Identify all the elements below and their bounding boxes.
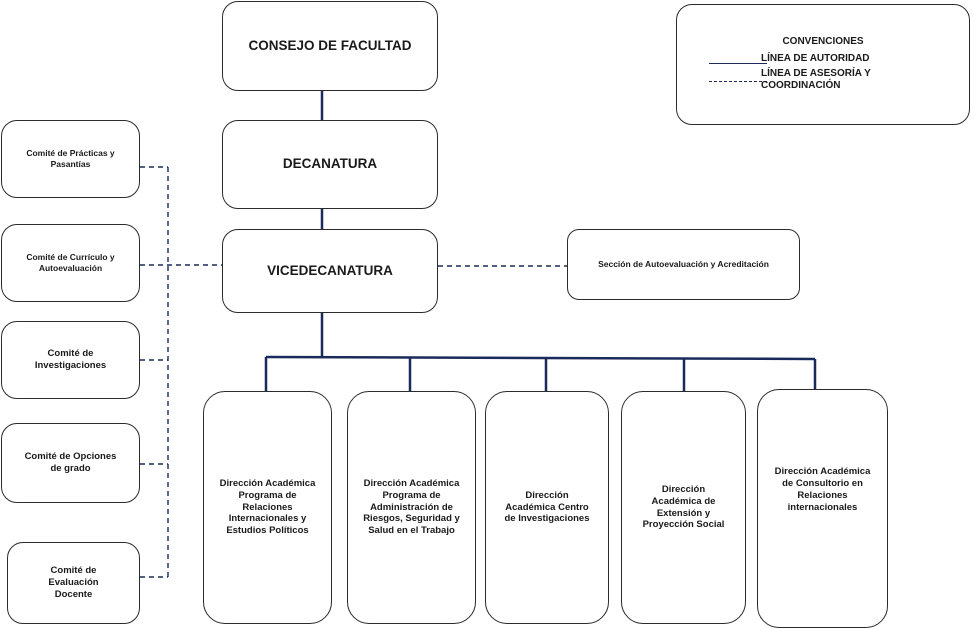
direccion-relaciones-internacionales-label: Dirección Académica Programa de Relacion… (219, 477, 316, 537)
decanatura-box: DECANATURA (222, 120, 438, 209)
comite-evaluacion-docente-label: Comité de Evaluación Docente (48, 565, 99, 600)
comite-opciones-grado-box: Comité de Opciones de grado (1, 423, 140, 503)
legend-advisory-label: LÍNEA DE ASESORÍA Y COORDINACIÓN (761, 68, 871, 91)
consejo-de-facultad-label: CONSEJO DE FACULTAD (248, 37, 412, 53)
legend-advisory-line1: LÍNEA DE ASESORÍA Y (761, 68, 871, 79)
comite-curriculo-box: Comité de Currículo y Autoevaluación (1, 224, 140, 302)
comite-curriculo-label: Comité de Currículo y Autoevaluación (26, 252, 115, 273)
direccion-relaciones-internacionales-box: Dirección Académica Programa de Relacion… (203, 391, 332, 624)
legend-advisory-line2: COORDINACIÓN (761, 79, 841, 91)
direccion-consultorio-box: Dirección Académica de Consultorio en Re… (757, 389, 888, 628)
legend-authority-label: LÍNEA DE AUTORIDAD (761, 53, 870, 64)
comite-evaluacion-docente-box: Comité de Evaluación Docente (7, 542, 140, 624)
authority-lines (264, 91, 817, 391)
direccion-centro-investigaciones-box: Dirección Académica Centro de Investigac… (485, 391, 609, 624)
direccion-centro-investigaciones-label: Dirección Académica Centro de Investigac… (504, 489, 590, 525)
comite-opciones-grado-label: Comité de Opciones de grado (24, 451, 117, 474)
legend-title: CONVENCIONES (782, 36, 864, 47)
legend-solid-line-sample (709, 63, 767, 64)
direccion-consultorio-label: Dirección Académica de Consultorio en Re… (774, 466, 871, 513)
decanatura-label: DECANATURA (282, 156, 378, 172)
consejo-de-facultad-box: CONSEJO DE FACULTAD (222, 1, 438, 91)
legend-box: CONVENCIONES LÍNEA DE AUTORIDAD LÍNEA DE… (676, 4, 970, 125)
vicedecanatura-label: VICEDECANATURA (267, 262, 393, 278)
legend-dashed-line-sample (709, 81, 767, 82)
direccion-extension-proyeccion-box: Dirección Académica de Extensión y Proye… (621, 391, 746, 624)
seccion-autoevaluacion-label: Sección de Autoevaluación y Acreditación (598, 259, 769, 270)
seccion-autoevaluacion-box: Sección de Autoevaluación y Acreditación (567, 229, 800, 300)
direccion-administracion-riesgos-label: Dirección Académica Programa de Administ… (363, 477, 460, 537)
advisory-lines (140, 166, 567, 578)
comite-investigaciones-box: Comité de Investigaciones (1, 321, 140, 399)
comite-investigaciones-label: Comité de Investigaciones (34, 348, 107, 371)
direccion-administracion-riesgos-box: Dirección Académica Programa de Administ… (347, 391, 476, 624)
vicedecanatura-box: VICEDECANATURA (222, 229, 438, 313)
direccion-extension-proyeccion-label: Dirección Académica de Extensión y Proye… (642, 483, 725, 531)
comite-practicas-label: Comité de Prácticas y Pasantías (26, 148, 115, 169)
comite-practicas-box: Comité de Prácticas y Pasantías (1, 120, 140, 198)
line-direcciones-bus (265, 355, 816, 361)
